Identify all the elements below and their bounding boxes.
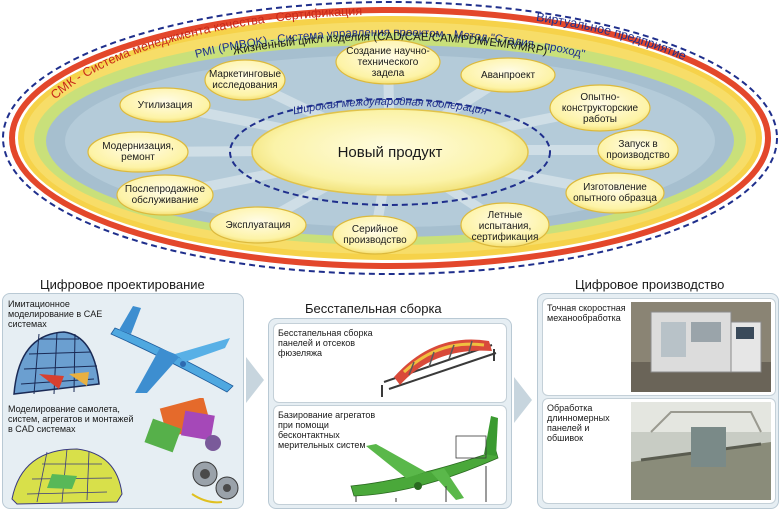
seamless-assembly-title: Бесстапельная сборка (305, 301, 442, 316)
stage-label-disposal: Утилизация (137, 99, 193, 111)
virtual-enterprise-ring (2, 1, 778, 275)
stage-label-aftersales: Послепродажное обслуживание (124, 184, 206, 206)
long-panel-machining-image (631, 402, 771, 500)
stage-label-launch: Запуск в производство (606, 139, 670, 161)
fuselage-jig-image (381, 339, 497, 397)
machining-card: Точная скоростная механообработка (542, 298, 776, 396)
seamless-assembly-panel: Бесстапельная сборка панелей и отсеков ф… (268, 318, 512, 509)
stage-node-launch (597, 129, 679, 171)
stage-node-operation (209, 206, 307, 244)
panel-assembly-text: Бесстапельная сборка панелей и отсеков ф… (278, 328, 373, 358)
stage-label-flight-tests: Летные испытания, сертификация (471, 209, 539, 243)
stage-label-research: Создание научно-технического задела (346, 45, 430, 79)
stage-label-marketing: Маркетинговые исследования (208, 69, 282, 91)
measurement-card: Базирование агрегатов при помощи бесконт… (273, 405, 507, 505)
machining-text: Точная скоростная механообработка (547, 303, 626, 323)
panel-processing-card: Обработка длинномерных панелей и обшивок (542, 398, 776, 504)
panel-assembly-card: Бесстапельная сборка панелей и отсеков ф… (273, 323, 507, 403)
panel-processing-text: Обработка длинномерных панелей и обшивок (547, 403, 610, 443)
stage-label-prototype: Изготовление опытного образца (573, 182, 657, 204)
flow-arrow-left (246, 357, 264, 403)
new-product-label: Новый продукт (337, 143, 443, 161)
machining-center-image (631, 302, 771, 392)
stage-node-marketing (204, 59, 286, 101)
measurement-text: Базирование агрегатов при помощи бесконт… (278, 410, 376, 450)
stage-node-modernization (87, 131, 189, 173)
flow-arrow-right (514, 377, 532, 423)
cockpit-cad-image (11, 448, 123, 505)
stage-node-prototype (565, 172, 665, 214)
airplane-cae-image (110, 306, 234, 393)
stage-node-disposal (119, 87, 211, 123)
stage-label-preliminary: Аванпроект (480, 69, 536, 81)
cae-simulation-text: Имитационное моделирование в CAE система… (8, 299, 103, 329)
stage-node-flight-tests (460, 202, 550, 248)
new-product-node (251, 108, 529, 196)
stage-node-preliminary (460, 57, 556, 93)
stage-label-operation: Эксплуатация (225, 219, 291, 231)
stage-node-research (335, 39, 441, 85)
digital-design-title: Цифровое проектирование (40, 277, 205, 292)
engine-cad-image (191, 461, 239, 504)
airplane-assembly-image (350, 416, 499, 502)
stage-label-rnd: Опытно-конструкторские работы (561, 91, 639, 125)
cad-modeling-text: Моделирование самолета, систем, агрегато… (8, 404, 134, 434)
stage-node-aftersales (116, 174, 214, 216)
digital-production-title: Цифровое производство (575, 277, 725, 292)
fuselage-mesh-image (13, 331, 100, 395)
stage-node-rnd (549, 84, 651, 132)
digital-production-panel: Точная скоростная механообработка Обрабо… (537, 293, 779, 509)
lifecycle-diagram: СМК - Система менеджмента качества - Сер… (2, 1, 778, 275)
cad-assembly-image (144, 398, 221, 453)
digital-design-panel: Имитационное моделирование в CAE система… (2, 293, 244, 509)
stage-node-serial (332, 215, 418, 255)
cooperation-ring (229, 98, 551, 206)
stage-label-modernization: Модернизация, ремонт (102, 141, 174, 163)
stage-label-serial: Серийное производство (343, 224, 407, 246)
